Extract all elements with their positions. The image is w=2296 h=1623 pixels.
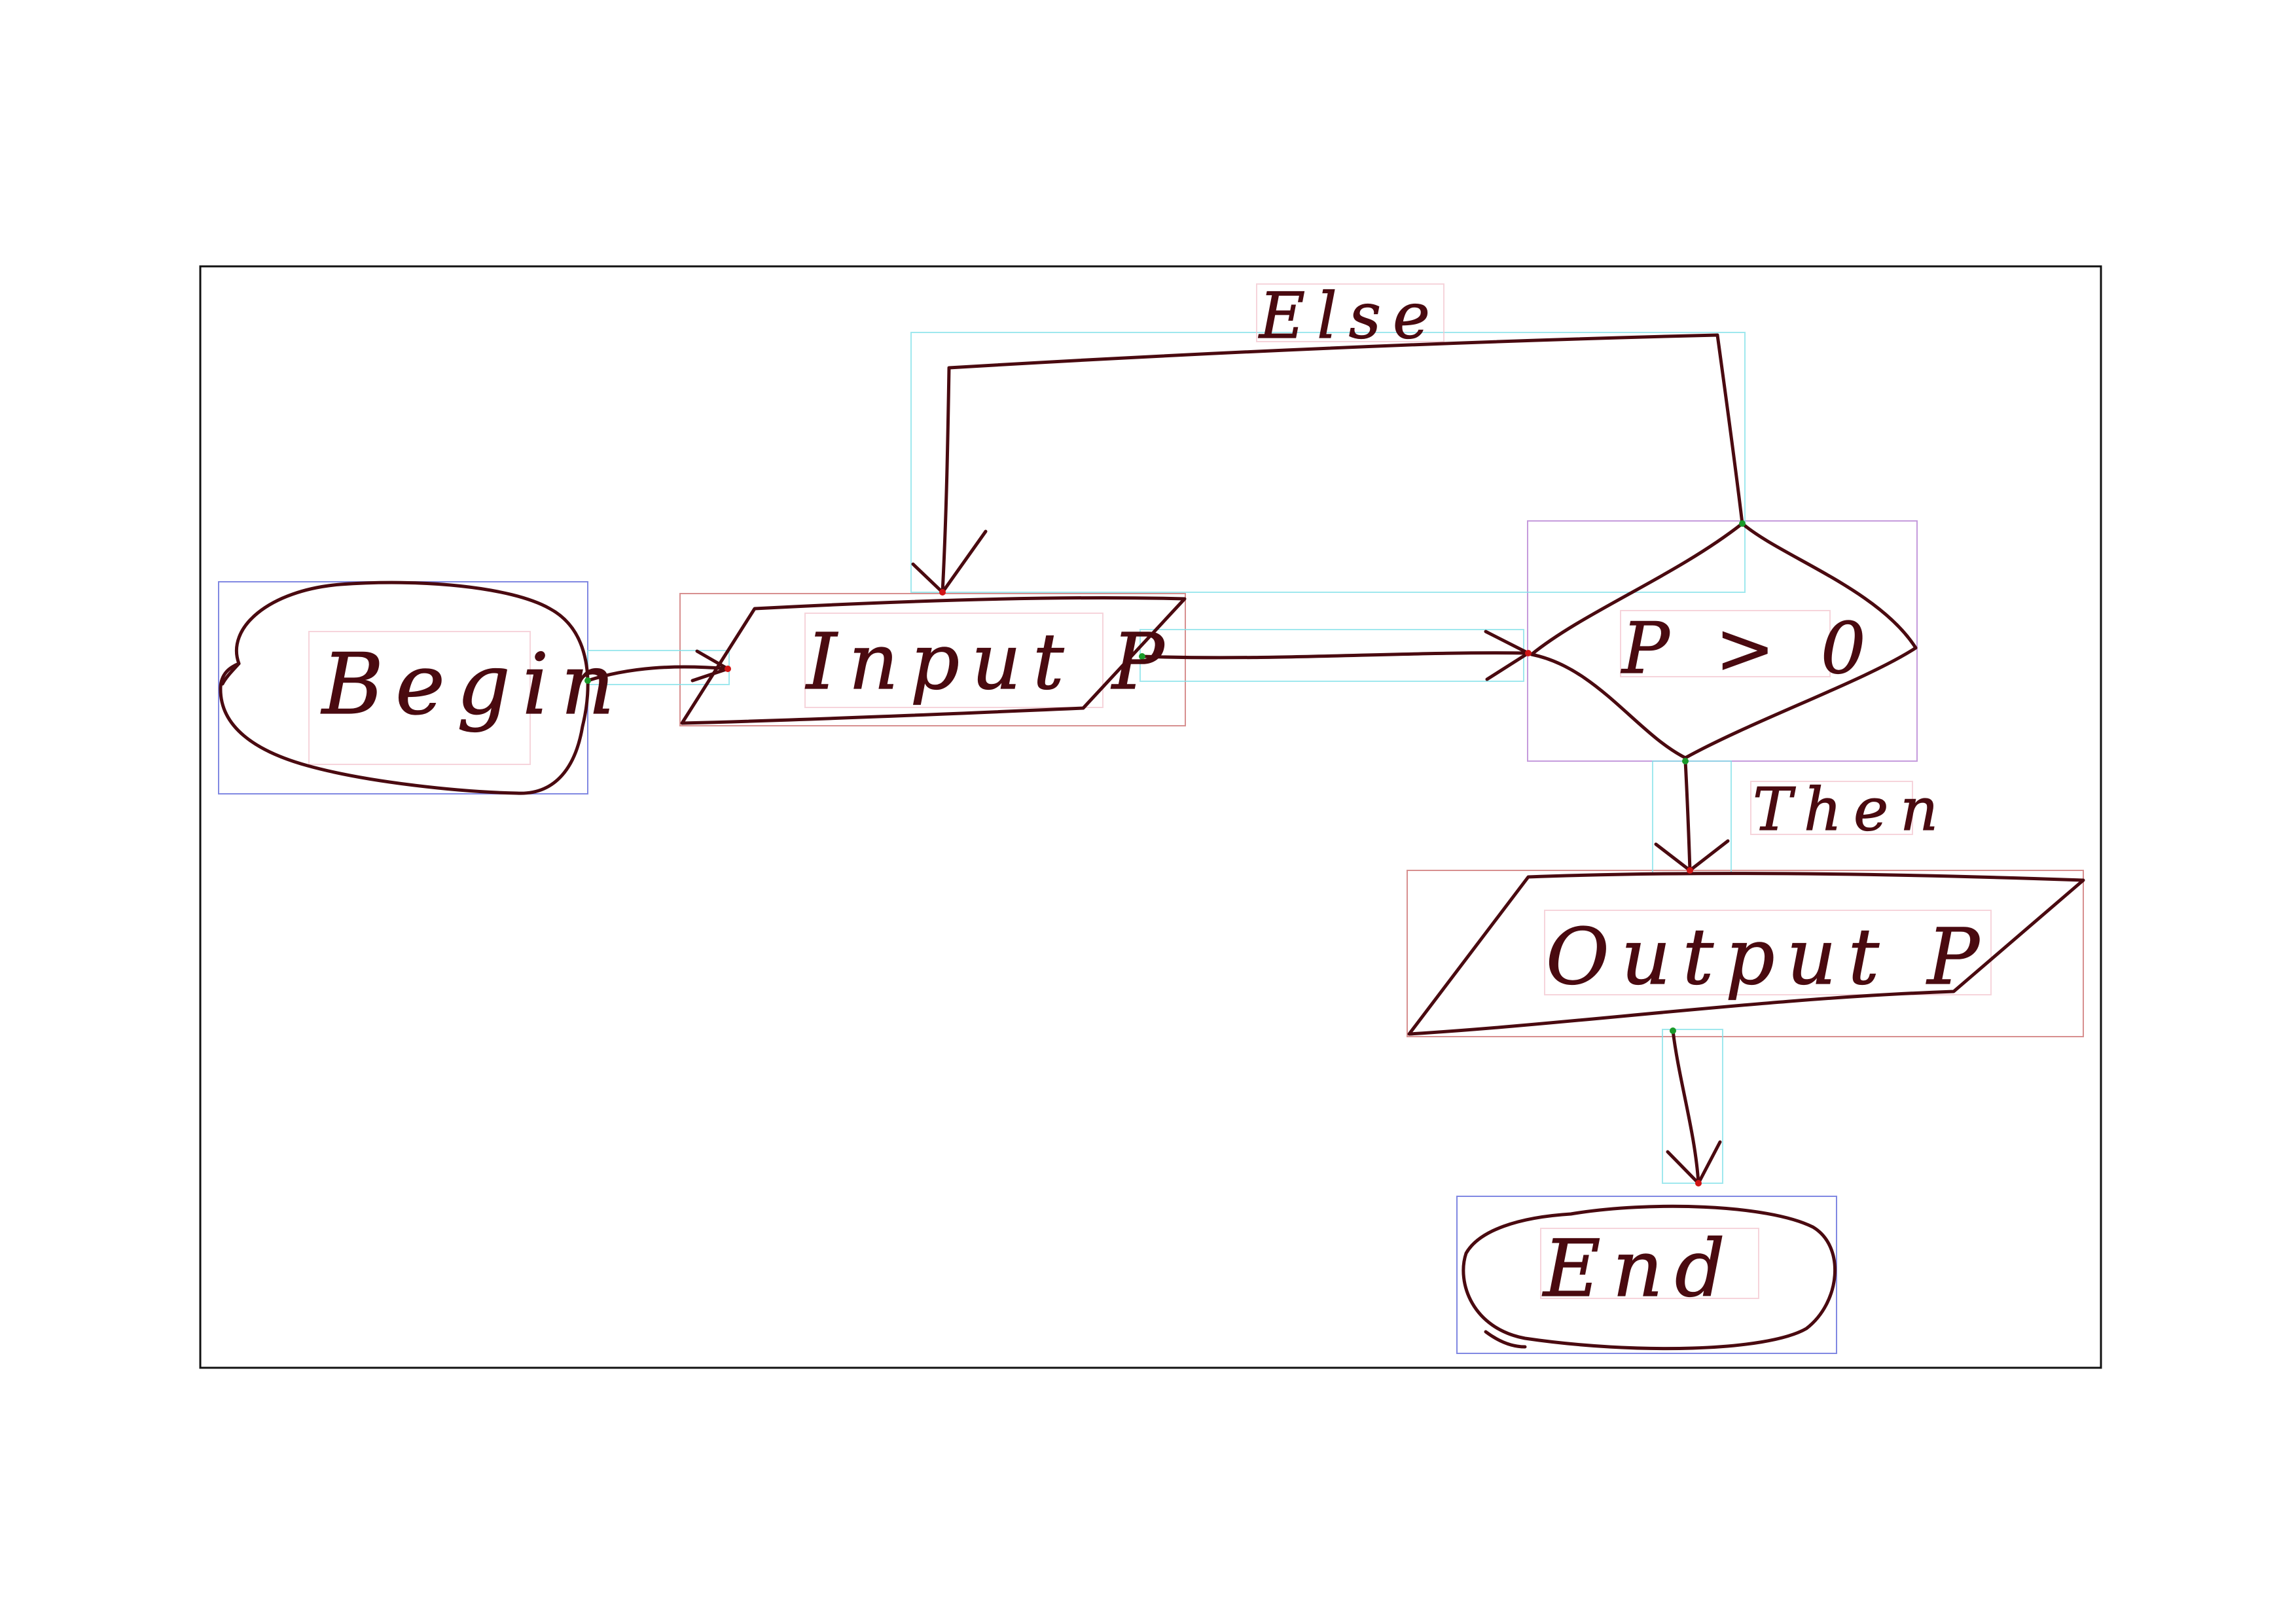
bbox-text-output xyxy=(1544,910,1992,995)
keypoint-head xyxy=(1525,650,1532,656)
end-terminator-tail xyxy=(1484,1330,1527,1349)
annotation-boxes xyxy=(218,283,2084,1354)
bbox-arrow-else xyxy=(910,332,1746,593)
bbox-text-then xyxy=(1750,781,1913,835)
input-label: Input P xyxy=(805,616,1175,707)
bbox-arrow-output-end xyxy=(1662,1029,1723,1184)
else-edge-label: Else xyxy=(1258,279,1442,353)
arrowhead-else-loop xyxy=(911,529,988,594)
bbox-text-begin xyxy=(308,631,531,765)
arrow-output-to-end xyxy=(1671,1029,1700,1185)
end-terminator-shape xyxy=(1462,1204,1837,1351)
bbox-input xyxy=(679,593,1186,726)
keypoint-head xyxy=(725,666,731,672)
keypoint-head xyxy=(939,589,946,596)
bbox-arrow-then xyxy=(1652,760,1732,874)
arrow-begin-to-input xyxy=(586,665,730,683)
bbox-text-decision xyxy=(1620,610,1831,677)
bbox-output xyxy=(1407,870,2084,1037)
bbox-text-end xyxy=(1540,1228,1759,1299)
keypoint-tail xyxy=(1682,758,1689,764)
arrow-input-to-decision xyxy=(1140,651,1530,660)
bbox-end xyxy=(1456,1196,1837,1354)
then-edge-label: Then xyxy=(1753,776,1950,844)
arrowhead-then xyxy=(1654,839,1730,872)
arrow-else-loop xyxy=(941,333,1744,594)
output-label: Output P xyxy=(1546,912,1991,1002)
begin-terminator-shape xyxy=(219,580,590,795)
arrow-then xyxy=(1683,759,1692,872)
begin-label: Begin xyxy=(321,636,626,734)
keypoint-tail xyxy=(1670,1027,1676,1034)
arrow-keypoints xyxy=(584,520,1746,1186)
output-io-shape xyxy=(1407,872,2085,1036)
begin-terminator-tail xyxy=(221,662,241,686)
keypoint-tail xyxy=(1139,653,1145,660)
diagram-frame xyxy=(199,265,2102,1369)
input-io-shape xyxy=(680,596,1187,725)
keypoint-tail xyxy=(584,677,591,684)
end-label: End xyxy=(1542,1224,1737,1315)
decision-diamond-shape xyxy=(1530,522,1918,760)
bbox-text-input xyxy=(804,613,1103,708)
keypoint-tail xyxy=(1739,520,1746,527)
arrowhead-input-to-decision xyxy=(1484,630,1530,681)
keypoint-head xyxy=(1695,1180,1702,1186)
decision-label: P > 0 xyxy=(1621,608,1878,690)
keypoint-head xyxy=(1687,867,1693,874)
bbox-text-else xyxy=(1256,283,1444,342)
